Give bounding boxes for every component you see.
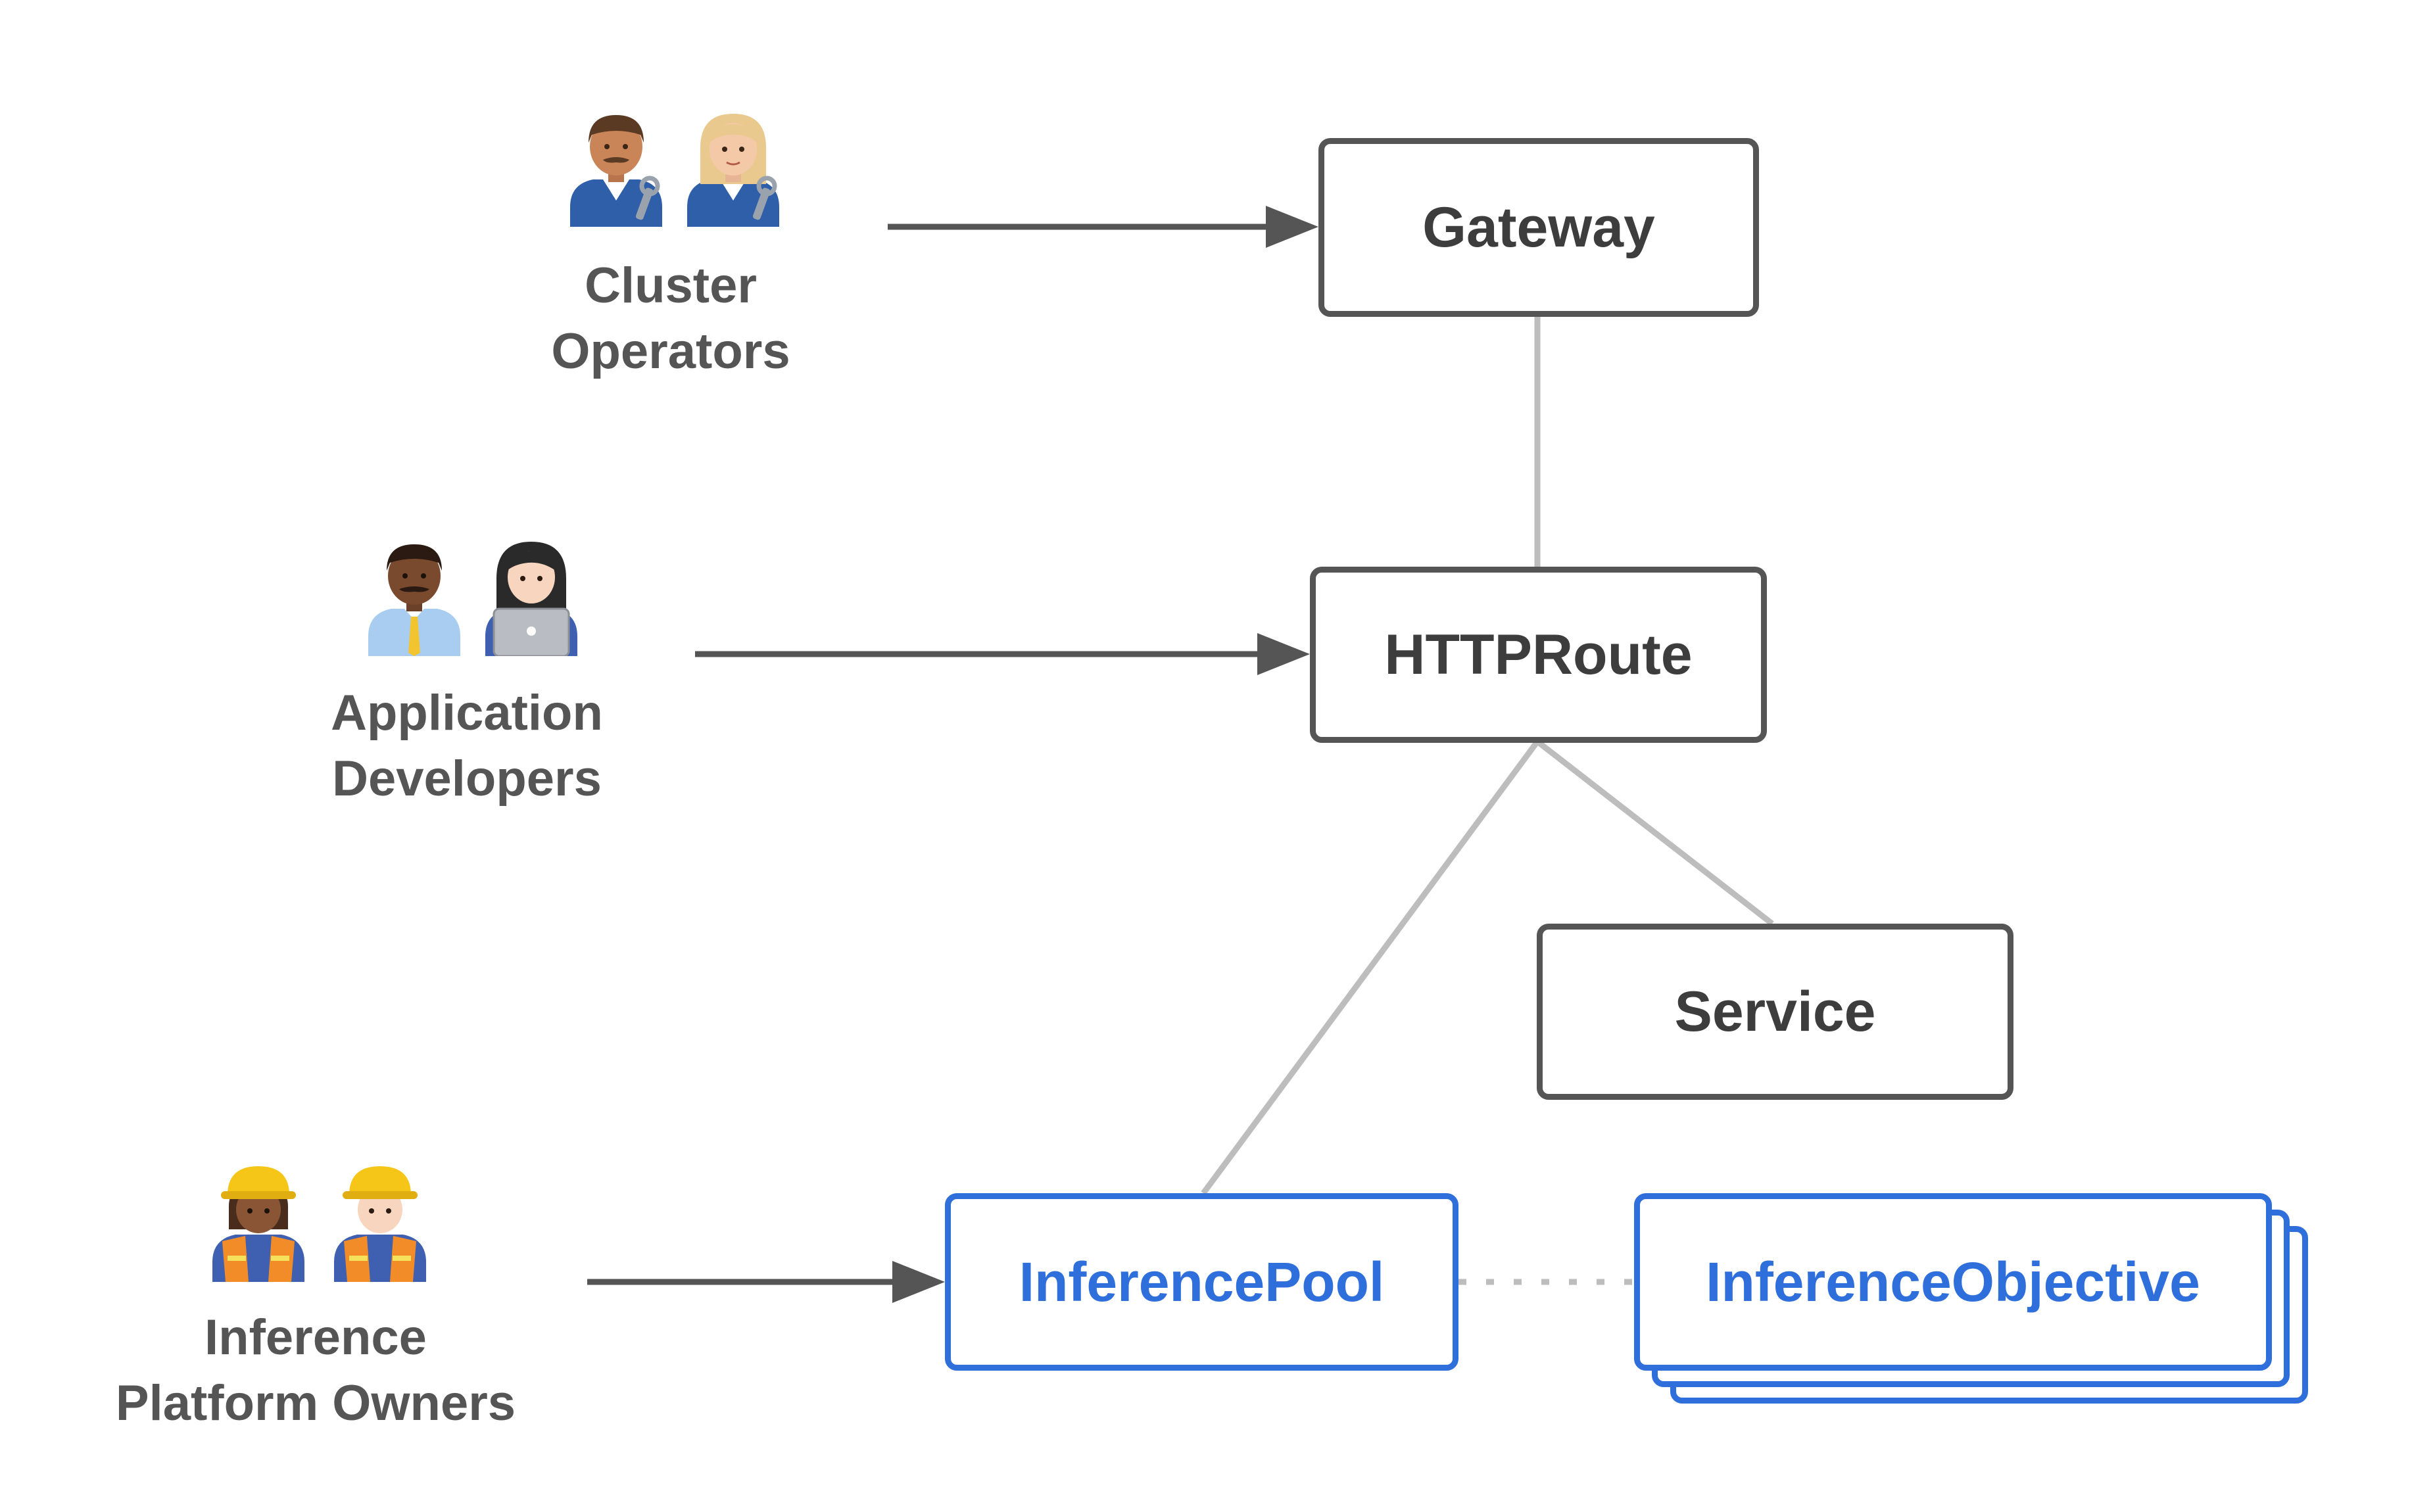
technologist-woman-icon [485, 542, 577, 656]
application-developers-line2: Developers [332, 751, 602, 807]
application-developers-line1: Application [331, 685, 603, 741]
inference-platform-owners-line1: Inference [205, 1310, 427, 1365]
construction-worker-woman-icon [212, 1166, 304, 1282]
httproute-node-label: HTTPRoute [1384, 623, 1693, 686]
service-node: Service [1537, 924, 2013, 1100]
inference-pool-node: InferencePool [945, 1193, 1458, 1371]
cluster-operators-line1: Cluster [585, 258, 757, 314]
gateway-node-label: Gateway [1422, 195, 1655, 259]
httproute-service-connector [1535, 739, 1774, 926]
construction-worker-man-icon [334, 1166, 426, 1282]
cluster-operators-line2: Operators [551, 323, 790, 379]
inference-platform-owners-label: Inference Platform Owners [85, 1305, 546, 1436]
mechanic-man-icon [570, 115, 662, 227]
mechanic-woman-icon [687, 114, 779, 227]
inference-pool-node-label: InferencePool [1019, 1250, 1385, 1313]
cluster-operators-label: Cluster Operators [513, 253, 829, 385]
httproute-inferencepool-connector [1201, 740, 1540, 1195]
inference-platform-owners-line2: Platform Owners [115, 1375, 516, 1431]
service-node-label: Service [1674, 980, 1876, 1043]
gateway-node: Gateway [1318, 138, 1759, 317]
application-developers-label: Application Developers [302, 680, 631, 812]
inference-objective-node-label: InferenceObjective [1706, 1250, 2200, 1313]
inference-platform-owners-arrow [587, 1261, 945, 1303]
application-developers-arrow [695, 633, 1310, 675]
cluster-operators-arrow [888, 206, 1318, 248]
httproute-node: HTTPRoute [1310, 567, 1767, 743]
inference-objective-node: InferenceObjective [1634, 1193, 2272, 1371]
office-worker-man-icon [368, 544, 460, 656]
